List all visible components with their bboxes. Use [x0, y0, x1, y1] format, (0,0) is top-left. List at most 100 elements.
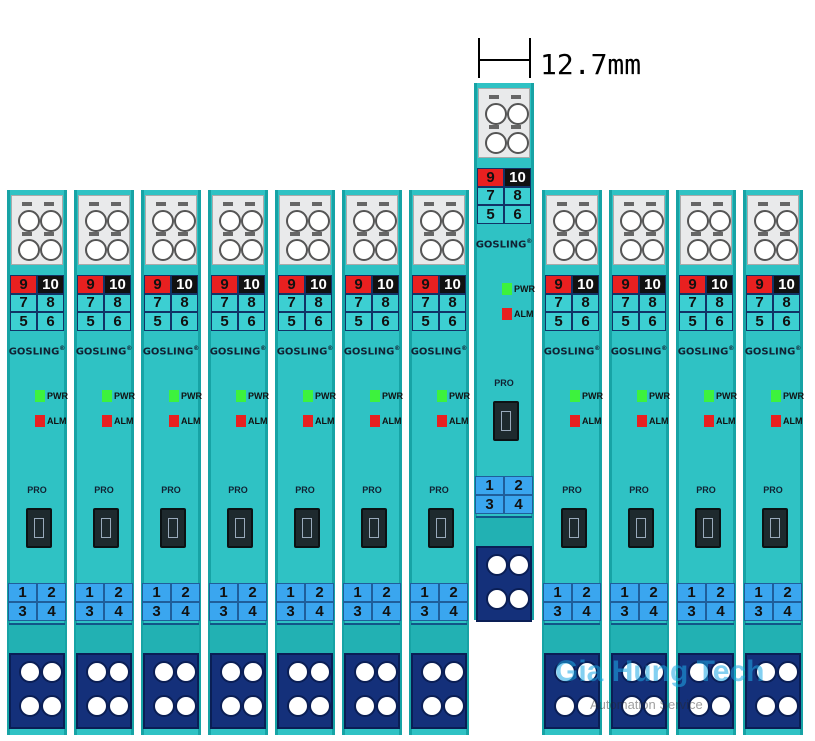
power-led-icon	[637, 390, 647, 402]
terminal-number: 3	[142, 602, 171, 621]
power-led-label: PWR	[716, 391, 737, 401]
power-led-label: PWR	[248, 391, 269, 401]
alarm-led-icon	[637, 415, 647, 427]
usb-port-icon[interactable]	[361, 508, 387, 548]
bottom-screw-terminal[interactable]	[76, 653, 132, 729]
terminal-number: 7	[211, 293, 238, 313]
top-screw-terminal[interactable]	[413, 195, 465, 265]
bottom-screw-terminal[interactable]	[210, 653, 266, 729]
power-led-icon	[771, 390, 781, 402]
terminal-number: 9	[345, 275, 372, 294]
top-screw-terminal[interactable]	[478, 88, 530, 158]
power-led-icon	[502, 283, 512, 295]
power-led-label: PWR	[582, 391, 603, 401]
usb-port-icon[interactable]	[227, 508, 253, 548]
top-screw-terminal[interactable]	[279, 195, 331, 265]
usb-port-icon[interactable]	[428, 508, 454, 548]
usb-port-icon[interactable]	[294, 508, 320, 548]
terminal-number: 10	[372, 275, 399, 294]
bottom-screw-terminal[interactable]	[476, 546, 532, 622]
terminal-number: 6	[238, 312, 265, 331]
top-screw-terminal[interactable]	[145, 195, 197, 265]
registered-mark: ®	[260, 345, 267, 352]
top-screw-terminal[interactable]	[546, 195, 598, 265]
top-screw-terminal[interactable]	[747, 195, 799, 265]
terminal-number: 2	[439, 583, 468, 602]
brand-text: GOSLING	[677, 346, 729, 358]
terminal-number: 5	[211, 312, 238, 331]
terminal-number: 10	[639, 275, 666, 294]
registered-mark: ®	[526, 238, 533, 245]
terminal-number: 5	[679, 312, 706, 331]
terminal-number: 8	[37, 293, 64, 313]
terminal-number: 5	[545, 312, 572, 331]
usb-port-icon[interactable]	[695, 508, 721, 548]
bottom-screw-terminal[interactable]	[611, 653, 667, 729]
alarm-led-icon	[502, 308, 512, 320]
terminal-number: 3	[75, 602, 104, 621]
terminal-number: 2	[639, 583, 668, 602]
power-led-label: PWR	[382, 391, 403, 401]
bottom-screw-terminal[interactable]	[544, 653, 600, 729]
usb-port-icon[interactable]	[93, 508, 119, 548]
bottom-screw-terminal[interactable]	[745, 653, 801, 729]
terminal-number: 6	[706, 312, 733, 331]
usb-port-icon[interactable]	[160, 508, 186, 548]
terminal-number: 8	[572, 293, 599, 313]
bottom-screw-terminal[interactable]	[9, 653, 65, 729]
port-label: PRO	[629, 485, 649, 495]
top-screw-terminal[interactable]	[11, 195, 63, 265]
port-label: PRO	[295, 485, 315, 495]
bottom-screw-terminal[interactable]	[411, 653, 467, 729]
terminal-number: 8	[238, 293, 265, 313]
terminal-clip	[476, 516, 532, 548]
terminal-number: 8	[706, 293, 733, 313]
usb-port-icon[interactable]	[493, 401, 519, 441]
usb-port-icon[interactable]	[26, 508, 52, 548]
terminal-number: 8	[639, 293, 666, 313]
usb-port-icon[interactable]	[762, 508, 788, 548]
top-screw-terminal[interactable]	[212, 195, 264, 265]
top-screw-terminal[interactable]	[346, 195, 398, 265]
terminal-number: 2	[372, 583, 401, 602]
terminal-clip	[9, 623, 65, 655]
top-screw-terminal[interactable]	[680, 195, 732, 265]
terminal-number: 1	[543, 583, 572, 602]
alarm-led-label: ALM	[248, 416, 268, 426]
usb-port-icon[interactable]	[628, 508, 654, 548]
terminal-number: 1	[410, 583, 439, 602]
bottom-screw-terminal[interactable]	[143, 653, 199, 729]
terminal-number: 10	[706, 275, 733, 294]
terminal-number: 1	[610, 583, 639, 602]
usb-port-icon[interactable]	[561, 508, 587, 548]
bottom-screw-terminal[interactable]	[344, 653, 400, 729]
top-screw-terminal[interactable]	[613, 195, 665, 265]
bottom-screw-terminal[interactable]	[277, 653, 333, 729]
port-label: PRO	[429, 485, 449, 495]
bottom-screw-terminal[interactable]	[678, 653, 734, 729]
terminal-clip	[76, 623, 132, 655]
registered-mark: ®	[795, 345, 802, 352]
alarm-led-label: ALM	[514, 309, 534, 319]
terminal-number: 8	[439, 293, 466, 313]
terminal-number: 3	[8, 602, 37, 621]
terminal-number: 10	[238, 275, 265, 294]
terminal-clip	[277, 623, 333, 655]
registered-mark: ®	[594, 345, 601, 352]
terminal-number: 1	[8, 583, 37, 602]
top-screw-terminal[interactable]	[78, 195, 130, 265]
terminal-number: 7	[345, 293, 372, 313]
terminal-number: 3	[209, 602, 238, 621]
alarm-led-label: ALM	[315, 416, 335, 426]
terminal-number: 9	[412, 275, 439, 294]
terminal-clip	[411, 623, 467, 655]
